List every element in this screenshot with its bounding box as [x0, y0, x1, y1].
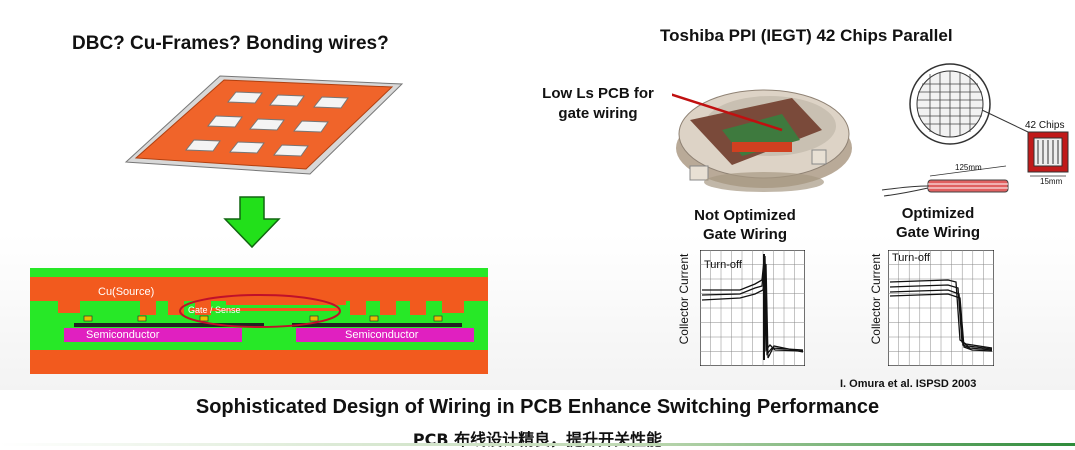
- chip-layout-schematic: [881, 63, 1069, 197]
- low-ls-pcb-label-line1: Low Ls PCB for: [542, 85, 654, 102]
- low-ls-pcb-label: Low Ls PCB for gate wiring: [528, 84, 668, 124]
- toshiba-title: Toshiba PPI (IEGT) 42 Chips Parallel: [660, 26, 953, 45]
- optimized-title-line2: Gate Wiring: [895, 224, 981, 241]
- not-optimized-title-line2: Gate Wiring: [702, 226, 788, 243]
- wiring-question-heading: DBC? Cu-Frames? Bonding wires?: [72, 33, 389, 54]
- turnoff-label-right: Turn-off: [892, 252, 930, 264]
- turnoff-label-left: Turn-off: [704, 259, 742, 271]
- semiconductor-left-label: Semiconductor: [86, 329, 160, 341]
- not-optimized-title: Not Optimized Gate Wiring: [680, 206, 810, 244]
- slide-conclusion-title: Sophisticated Design of Wiring in PCB En…: [195, 396, 880, 418]
- chips-count-label: 42 Chips: [1025, 120, 1065, 131]
- bottom-accent-line: [0, 443, 1075, 446]
- cu-source-label: Cu(Source): [98, 286, 155, 298]
- press-pack-module-photo: [672, 89, 852, 192]
- slide-conclusion-subtitle-cn: PCB 布线设计精良，提升开关性能: [412, 430, 663, 449]
- pcb-cross-section-diagram: [30, 268, 488, 374]
- optimized-title: Optimized Gate Wiring: [878, 204, 998, 242]
- citation: I. Omura et al. ISPSD 2003: [840, 378, 977, 390]
- waveform-optimized: [888, 250, 994, 366]
- optimized-title-line1: Optimized: [901, 205, 975, 222]
- ylabel-right-wrap: Collector Current: [866, 246, 883, 356]
- collector-current-ylabel-left: Collector Current: [677, 253, 691, 345]
- dbc-plate-illustration: [124, 75, 404, 175]
- semiconductor-right-label: Semiconductor: [345, 329, 419, 341]
- dimension-125mm: 125mm: [955, 163, 982, 172]
- gate-sense-label: Gate / Sense: [188, 305, 241, 315]
- down-arrow-icon: [223, 196, 281, 249]
- dimension-15mm: 15mm: [1040, 177, 1063, 186]
- low-ls-pcb-label-line2: gate wiring: [558, 105, 638, 122]
- ylabel-left-wrap: Collector Current: [674, 246, 691, 356]
- collector-current-ylabel-right: Collector Current: [869, 253, 883, 345]
- waveform-not-optimized: [700, 250, 805, 366]
- not-optimized-title-line1: Not Optimized: [694, 207, 796, 224]
